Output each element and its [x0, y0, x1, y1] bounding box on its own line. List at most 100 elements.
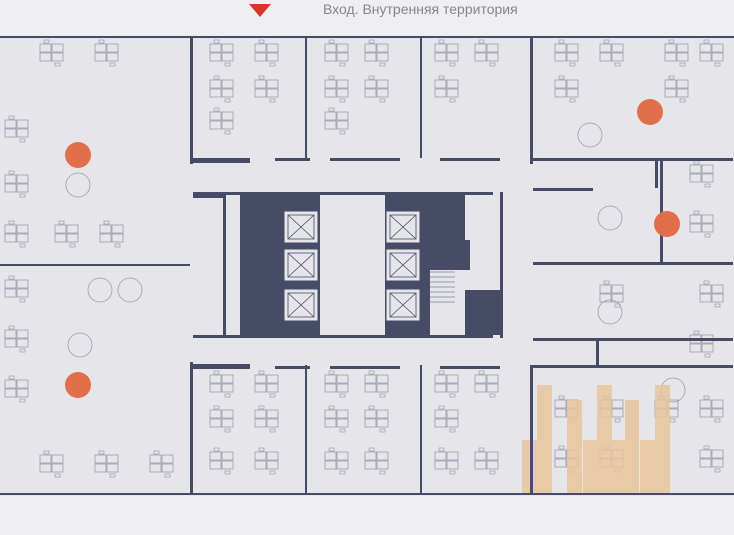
location-marker[interactable]: [654, 211, 680, 237]
desk: [554, 458, 567, 468]
chair: [603, 39, 610, 44]
chair: [438, 39, 445, 44]
highlight-zone[interactable]: [640, 440, 655, 495]
chair: [258, 405, 265, 410]
chair: [328, 447, 335, 452]
desk: [221, 111, 234, 121]
desk: [446, 409, 459, 419]
chair: [704, 183, 711, 188]
desk: [254, 374, 267, 384]
desk: [4, 379, 17, 389]
desk: [4, 119, 17, 129]
chair: [703, 39, 710, 44]
desk: [434, 43, 447, 53]
chair: [43, 39, 50, 44]
chair: [19, 193, 26, 198]
chair: [54, 62, 61, 67]
highlight-zone[interactable]: [625, 400, 639, 495]
chair: [603, 280, 610, 285]
highlight-zone[interactable]: [612, 440, 625, 495]
desk: [376, 460, 389, 470]
walls-layer: [0, 36, 734, 495]
chair: [614, 418, 621, 423]
desk: [254, 88, 267, 98]
wall: [530, 365, 533, 495]
wall: [190, 36, 193, 164]
desk: [16, 233, 29, 243]
desk: [689, 173, 702, 183]
desk: [266, 418, 279, 428]
highlight-zone[interactable]: [522, 440, 537, 495]
highlight-zone[interactable]: [583, 440, 597, 495]
desk: [701, 343, 714, 353]
elevator-icon: [287, 252, 315, 278]
chair: [693, 330, 700, 335]
chair: [703, 445, 710, 450]
desk: [336, 43, 349, 53]
wall: [275, 158, 310, 161]
desk: [446, 418, 459, 428]
desk: [699, 284, 712, 294]
desk: [16, 128, 29, 138]
location-marker[interactable]: [65, 142, 91, 168]
desk: [324, 383, 337, 393]
chair: [58, 220, 65, 225]
desk: [99, 233, 112, 243]
wall: [420, 36, 422, 158]
desk: [701, 173, 714, 183]
desk: [554, 43, 567, 53]
desk: [221, 120, 234, 130]
chair: [489, 470, 496, 475]
chair: [19, 138, 26, 143]
desk: [16, 338, 29, 348]
chair: [478, 370, 485, 375]
chair: [269, 62, 276, 67]
location-marker[interactable]: [65, 372, 91, 398]
chair: [224, 62, 231, 67]
desk: [486, 374, 499, 384]
chair: [379, 62, 386, 67]
chair: [213, 75, 220, 80]
desk: [209, 79, 222, 89]
desk: [161, 454, 174, 464]
chair: [489, 62, 496, 67]
desk: [711, 52, 724, 62]
location-marker[interactable]: [637, 99, 663, 125]
entrance-arrow-icon: [249, 4, 271, 17]
desk: [209, 460, 222, 470]
elevator-cabin: [287, 292, 315, 318]
desk: [336, 451, 349, 461]
desk: [364, 418, 377, 428]
desk: [266, 43, 279, 53]
chair: [379, 470, 386, 475]
desk: [336, 383, 349, 393]
desk: [336, 52, 349, 62]
desk: [689, 164, 702, 174]
chair: [224, 393, 231, 398]
chair: [438, 447, 445, 452]
desk: [364, 374, 377, 384]
desk: [701, 223, 714, 233]
chair: [703, 280, 710, 285]
desk: [324, 451, 337, 461]
wall: [0, 36, 734, 38]
chair: [679, 62, 686, 67]
highlight-zone[interactable]: [597, 385, 612, 495]
desk: [209, 418, 222, 428]
elevator-icon: [287, 214, 315, 240]
chair: [258, 75, 265, 80]
desk: [149, 463, 162, 473]
desk: [611, 52, 624, 62]
highlighted-area[interactable]: [522, 385, 670, 495]
desk: [324, 88, 337, 98]
wall: [305, 36, 307, 158]
chair: [8, 220, 15, 225]
highlight-zone[interactable]: [567, 400, 582, 495]
wall: [533, 338, 733, 341]
desk: [324, 43, 337, 53]
chair: [449, 428, 456, 433]
wall: [305, 365, 307, 495]
highlight-zone[interactable]: [537, 385, 552, 495]
highlight-zone[interactable]: [655, 385, 670, 495]
wall: [533, 158, 733, 161]
